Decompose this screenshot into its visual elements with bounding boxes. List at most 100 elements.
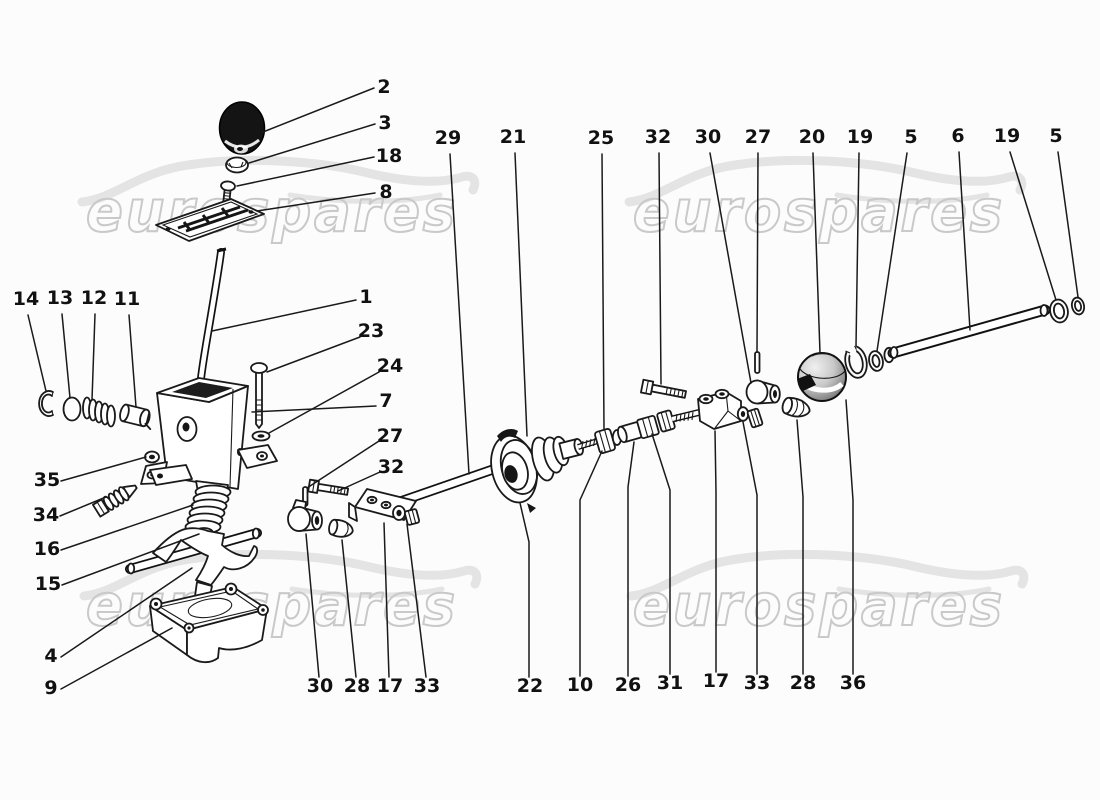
part-label-28-33: 28: [344, 675, 370, 697]
washer-24: [251, 430, 271, 442]
leader-line-25-6: [601, 153, 605, 430]
part-label-26-38: 26: [615, 674, 641, 696]
knob-locknut: [225, 156, 249, 174]
bolt-32-left: [307, 478, 350, 496]
leader-line-16-28: [60, 504, 194, 551]
part-label-5-12: 5: [904, 126, 917, 148]
leader-line-18-2: [236, 156, 375, 187]
part-label-36-43: 36: [840, 672, 866, 694]
leader-line-24-22: [268, 371, 380, 434]
part-label-16-28: 16: [34, 538, 60, 560]
part-label-6-13: 6: [951, 125, 964, 147]
leader-line-34-27: [59, 496, 107, 517]
part-label-33-41: 33: [744, 672, 770, 694]
part-label-9-31: 9: [44, 677, 57, 699]
leader-line-8-3: [256, 192, 376, 212]
part-label-3-1: 3: [378, 112, 391, 134]
part-label-19-11: 19: [847, 126, 873, 148]
shift-gate-plate: [155, 198, 265, 242]
leader-line-17-34: [383, 522, 390, 678]
leader-line-21-5: [514, 152, 528, 437]
leader-line-6-13: [958, 151, 971, 331]
part-label-34-27: 34: [33, 504, 59, 526]
watermark-text-2: eurospares: [86, 571, 458, 639]
main-spring-16: [184, 484, 232, 535]
part-label-22-36: 22: [517, 675, 543, 697]
part-label-20-10: 20: [799, 126, 825, 148]
part-label-15-29: 15: [35, 573, 61, 595]
leader-line-7-23: [251, 405, 377, 413]
ball-joint-20: [797, 352, 847, 402]
leader-lines: [27, 87, 1079, 690]
part-label-30-32: 30: [307, 675, 333, 697]
part-label-1-20: 1: [359, 286, 372, 308]
part-label-32-7: 32: [645, 126, 671, 148]
leader-line-5-15: [1057, 151, 1079, 298]
part-label-12-18: 12: [81, 287, 107, 309]
leader-line-28-33: [341, 539, 357, 678]
part-label-10-37: 10: [567, 674, 593, 696]
pin-27-right: [754, 351, 761, 374]
sleeve-26: [617, 421, 643, 444]
part-label-24-22: 24: [377, 355, 403, 377]
watermark-text-0: eurospares: [86, 177, 458, 245]
snap-ring-14: [38, 390, 54, 417]
part-label-18-2: 18: [376, 145, 402, 167]
part-label-33-35: 33: [414, 675, 440, 697]
part-label-17-34: 17: [377, 675, 403, 697]
part-label-32-25: 32: [378, 456, 404, 478]
part-label-31-39: 31: [657, 672, 683, 694]
leader-line-36-43: [845, 399, 854, 675]
leader-line-27-24: [306, 440, 380, 489]
artwork-layer: [38, 101, 1086, 664]
part-label-35-26: 35: [34, 469, 60, 491]
part-label-8-3: 8: [379, 181, 392, 203]
part-label-5-15: 5: [1049, 125, 1062, 147]
leader-line-17-40: [714, 430, 717, 673]
part-label-4-30: 4: [44, 645, 57, 667]
part-label-13-17: 13: [47, 287, 73, 309]
leader-line-12-18: [91, 313, 96, 401]
nut-33-right: [746, 407, 764, 429]
leader-line-4-30: [60, 567, 193, 658]
leader-line-1-20: [211, 299, 357, 332]
leader-line-30-32: [305, 533, 320, 678]
trunnion-30-right: [745, 379, 781, 405]
leader-line-10-37: [579, 450, 603, 677]
leader-line-22-36: [519, 502, 530, 678]
part-label-11-19: 11: [114, 288, 140, 310]
part-label-30-8: 30: [695, 126, 721, 148]
leader-line-33-35: [406, 523, 427, 678]
leader-line-35-26: [60, 456, 147, 482]
bolt-32-right: [640, 378, 687, 399]
part-label-27-9: 27: [745, 126, 771, 148]
circlip-19: [841, 339, 868, 379]
cup-washer-13: [62, 396, 82, 422]
part-label-17-40: 17: [703, 670, 729, 692]
leader-line-3-1: [248, 123, 376, 164]
leader-line-23-21: [266, 336, 361, 373]
watermark-text-1: eurospares: [633, 177, 1005, 245]
leader-line-15-29: [61, 533, 200, 586]
lever-housing: [140, 377, 278, 496]
gear-lever: [196, 247, 227, 392]
leader-line-20-10: [812, 152, 821, 354]
spring-12: [82, 396, 116, 428]
leader-line-2-0: [262, 87, 375, 133]
fork-rod: [125, 527, 262, 575]
nut-33-left: [403, 508, 421, 526]
leader-line-30-8: [709, 152, 752, 384]
ring-5-right: [1070, 296, 1086, 316]
part-label-21-5: 21: [500, 126, 526, 148]
leader-line-28-42: [796, 419, 804, 675]
part-label-28-42: 28: [790, 672, 816, 694]
part-label-7-23: 7: [379, 390, 392, 412]
part-label-29-4: 29: [435, 127, 461, 149]
trunnion-30-left: [287, 499, 323, 532]
cap-28-right: [781, 396, 811, 418]
part-label-19-14: 19: [994, 125, 1020, 147]
plunger-11: [119, 403, 152, 430]
